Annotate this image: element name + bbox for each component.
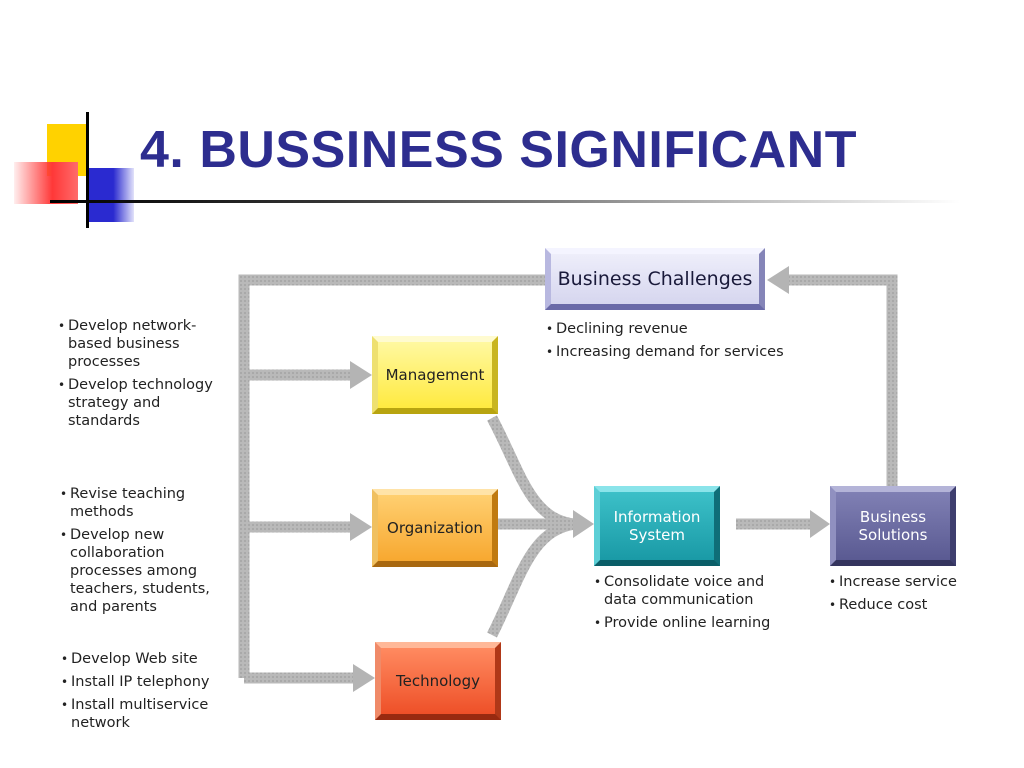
connector-management-to-info <box>487 415 576 530</box>
organization-label: Organization <box>387 519 483 537</box>
organization-actions-list: Revise teaching methods Develop new coll… <box>60 485 210 621</box>
list-item: Provide online learning <box>594 614 770 632</box>
arrowhead-technology <box>353 664 375 692</box>
business-solutions-label: Business Solutions <box>858 508 928 544</box>
connector-solutions-to-challenges <box>787 274 898 486</box>
title-underline <box>50 200 960 203</box>
list-item: Increasing demand for services <box>546 343 784 361</box>
arrowhead-information-system <box>573 510 594 538</box>
business-challenges-box: Business Challenges <box>545 248 765 310</box>
management-actions-list: Develop network- based business processe… <box>58 317 213 435</box>
list-item: Develop technology strategy and standard… <box>58 376 213 430</box>
list-item: Declining revenue <box>546 320 784 338</box>
connector-top-left <box>238 274 545 678</box>
list-item: Install multiservice network <box>61 696 209 732</box>
list-item: Reduce cost <box>829 596 957 614</box>
arrowhead-business-challenges <box>767 266 789 294</box>
information-system-box: Information System <box>594 486 720 566</box>
business-solutions-list: Increase service Reduce cost <box>829 573 957 619</box>
arrowhead-organization <box>350 513 372 541</box>
title-decoration-blue-square <box>88 168 134 222</box>
technology-box: Technology <box>375 642 501 720</box>
title-decoration-vertical-line <box>86 112 89 228</box>
business-solutions-box: Business Solutions <box>830 486 956 566</box>
list-item: Increase service <box>829 573 957 591</box>
list-item: Consolidate voice and data communication <box>594 573 770 609</box>
information-system-label: Information System <box>613 508 701 544</box>
list-item: Develop network- based business processe… <box>58 317 213 371</box>
list-item: Revise teaching methods <box>60 485 210 521</box>
list-item: Install IP telephony <box>61 673 209 691</box>
slide-title: 4. BUSSINESS SIGNIFICANT <box>140 121 857 179</box>
connector-technology-to-info <box>487 518 577 638</box>
technology-actions-list: Develop Web site Install IP telephony In… <box>61 650 209 737</box>
business-challenges-label: Business Challenges <box>557 267 753 290</box>
title-decoration-red-bar <box>14 162 78 204</box>
list-item: Develop new collaboration processes amon… <box>60 526 210 616</box>
management-label: Management <box>385 366 485 384</box>
arrowhead-business-solutions <box>810 510 830 538</box>
organization-box: Organization <box>372 489 498 567</box>
technology-label: Technology <box>395 672 481 690</box>
challenges-list: Declining revenue Increasing demand for … <box>546 320 784 366</box>
list-item: Develop Web site <box>61 650 209 668</box>
information-system-list: Consolidate voice and data communication… <box>594 573 770 637</box>
management-box: Management <box>372 336 498 414</box>
arrowhead-management <box>350 361 372 389</box>
